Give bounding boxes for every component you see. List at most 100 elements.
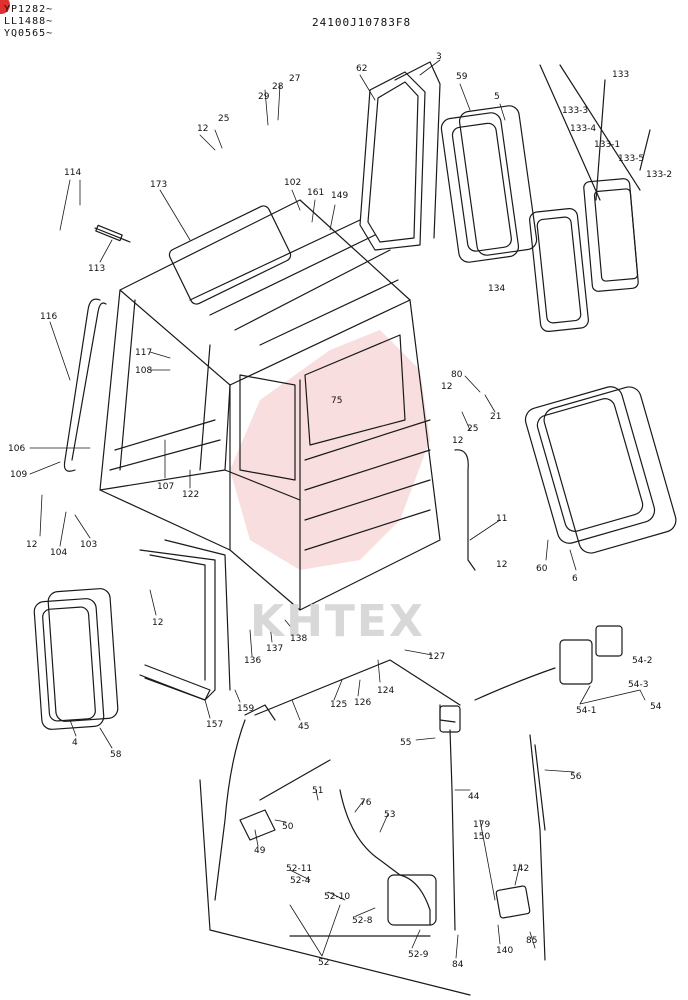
part-callout: 11 — [496, 514, 508, 524]
part-callout: 12 — [441, 382, 453, 392]
serial-range: YP1282~ — [4, 4, 54, 15]
part-callout: 102 — [284, 178, 302, 188]
part-callout: 55 — [400, 738, 412, 748]
part-callout: 126 — [354, 698, 372, 708]
part-callout: 12 — [197, 124, 209, 134]
part-callout: 125 — [330, 700, 348, 710]
part-callout: 109 — [10, 470, 28, 480]
bracket-11 — [454, 449, 476, 571]
part-callout: 107 — [157, 482, 175, 492]
part-callout: 54-1 — [576, 706, 597, 716]
wiper-assembly — [199, 625, 623, 996]
part-callout: 133-1 — [594, 140, 621, 150]
part-callout: 179 — [473, 820, 491, 830]
window-134 — [529, 208, 589, 332]
window-assembly-133 — [539, 64, 651, 292]
part-callout: 137 — [266, 644, 284, 654]
door-glass-62 — [359, 61, 441, 251]
part-callout: 122 — [182, 490, 200, 500]
part-callout: 104 — [50, 548, 68, 558]
lower-frame-157 — [139, 539, 231, 701]
part-callout: 133-4 — [570, 124, 597, 134]
part-callout: 116 — [40, 312, 58, 322]
serial-range-list: YP1282~ LL1488~ YQ0565~ — [4, 4, 53, 40]
part-callout: 134 — [488, 284, 506, 294]
part-callout: 56 — [570, 772, 582, 782]
part-callout: 3 — [436, 52, 442, 62]
part-callout: 62 — [356, 64, 368, 74]
part-callout: 173 — [150, 180, 168, 190]
handrail-116 — [63, 298, 101, 472]
part-callout: 133 — [612, 70, 630, 80]
part-callout: 52-4 — [290, 876, 311, 886]
part-callout: 140 — [496, 946, 514, 956]
part-callout: 52-10 — [324, 892, 351, 902]
part-callout: 54-2 — [632, 656, 653, 666]
part-callout: 113 — [88, 264, 106, 274]
part-callout: 159 — [237, 704, 255, 714]
part-callout: 142 — [512, 864, 530, 874]
part-callout: 6 — [572, 574, 578, 584]
part-callout: 117 — [135, 348, 153, 358]
part-callout: 59 — [456, 72, 468, 82]
part-callout: 29 — [258, 92, 270, 102]
part-callout: 12 — [152, 618, 164, 628]
part-callout: 124 — [377, 686, 395, 696]
part-callout: 161 — [307, 188, 325, 198]
part-callout: 4 — [72, 738, 78, 748]
part-callout: 114 — [64, 168, 82, 178]
part-callout: 157 — [206, 720, 224, 730]
part-callout: 45 — [298, 722, 310, 732]
part-callout: 80 — [451, 370, 463, 380]
part-callout: 149 — [331, 191, 349, 201]
part-callout: 25 — [467, 424, 479, 434]
part-callout: 21 — [490, 412, 502, 422]
serial-range: LL1488~ — [4, 16, 54, 27]
part-callout: 103 — [80, 540, 98, 550]
part-callout: 127 — [428, 652, 446, 662]
part-callout: 133-2 — [646, 170, 673, 180]
part-callout: 133-3 — [562, 106, 589, 116]
part-callout: 28 — [272, 82, 284, 92]
part-callout: 44 — [468, 792, 480, 802]
gas-spring-113 — [94, 224, 131, 243]
leader-lines — [29, 59, 646, 959]
watermark-text: KHTEX — [250, 596, 425, 647]
part-callout: 136 — [244, 656, 262, 666]
part-callout: 52 — [318, 958, 330, 968]
part-callout: 12 — [496, 560, 508, 570]
serial-range: YQ0565~ — [4, 28, 54, 39]
part-callout: 76 — [360, 798, 372, 808]
part-callout: 51 — [312, 786, 324, 796]
part-callout: 138 — [290, 634, 308, 644]
roof-ribs — [168, 205, 399, 346]
part-callout: 52-9 — [408, 950, 429, 960]
watermark-emblem — [230, 330, 430, 570]
part-callout: 150 — [473, 832, 491, 842]
part-callout: 5 — [494, 92, 500, 102]
window-59 — [440, 105, 538, 263]
part-callout: 12 — [452, 436, 464, 446]
part-callout: 53 — [384, 810, 396, 820]
part-callout: 60 — [536, 564, 548, 574]
part-callout: 52-8 — [352, 916, 373, 926]
part-callout: 133-5 — [618, 154, 645, 164]
part-callout: 84 — [452, 960, 464, 970]
part-callout: 106 — [8, 444, 26, 454]
part-callout: 108 — [135, 366, 153, 376]
drawing-number: 24100J10783F8 — [312, 16, 412, 29]
part-callout: 12 — [26, 540, 38, 550]
part-callout: 52-11 — [286, 864, 313, 874]
part-callout: 54 — [650, 702, 662, 712]
part-callout: 58 — [110, 750, 122, 760]
part-callout: 25 — [218, 114, 230, 124]
part-callout: 75 — [331, 396, 343, 406]
part-callout: 27 — [289, 74, 301, 84]
corner-red-mark — [0, 0, 10, 14]
part-callout: 49 — [254, 846, 266, 856]
part-callout: 50 — [282, 822, 294, 832]
lower-window-4 — [33, 588, 119, 730]
handrail-116-inner — [71, 302, 107, 461]
